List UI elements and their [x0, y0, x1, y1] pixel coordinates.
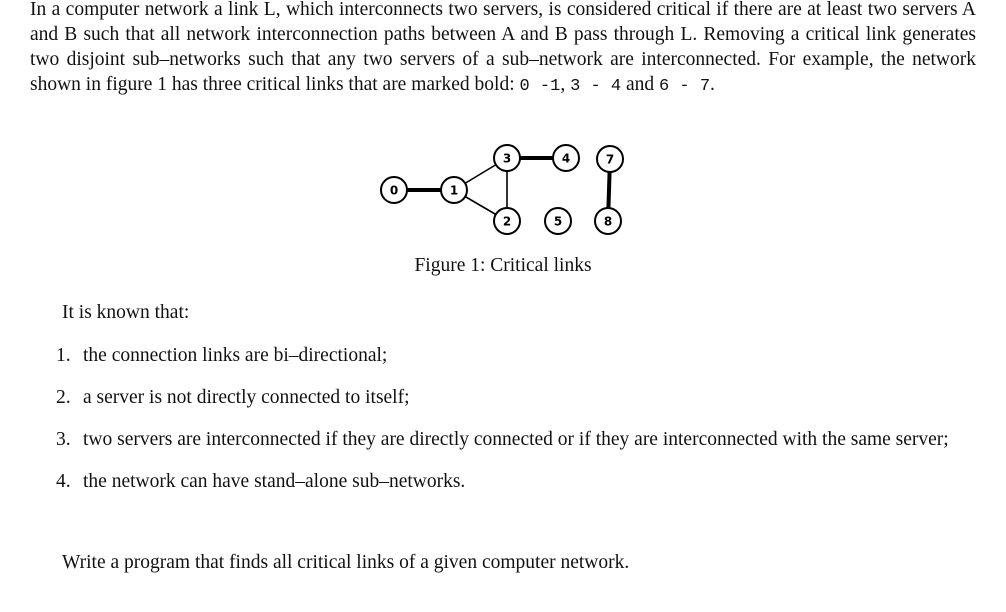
node-label: 4: [562, 152, 570, 166]
item-text: the connection links are bi–directional;: [83, 345, 388, 366]
item-number: 3.: [56, 429, 71, 450]
server-node: 8: [594, 207, 622, 235]
separator: and: [621, 74, 660, 95]
node-label: 1: [450, 184, 458, 198]
network-figure: 0 1 2 3 4 5 7 8: [380, 144, 624, 235]
item-number: 4.: [56, 471, 71, 492]
item-text: the network can have stand–alone sub–net…: [83, 471, 466, 492]
separator: ,: [560, 74, 571, 95]
server-node: 1: [440, 176, 468, 204]
critical-link-1: 0 -1: [519, 77, 561, 96]
figure-caption: Figure 1: Critical links: [414, 255, 592, 276]
server-node: 4: [552, 144, 580, 172]
critical-link-3: 6 - 7: [659, 77, 711, 96]
server-node: 5: [544, 207, 572, 235]
facts-list: 1. the connection links are bi–directiona…: [56, 343, 976, 511]
server-node: 0: [380, 176, 408, 204]
node-circle: [440, 176, 468, 204]
node-circle: [380, 176, 408, 204]
node-circle: [544, 207, 572, 235]
node-circle: [552, 144, 580, 172]
node-label: 2: [503, 215, 511, 229]
server-node: 7: [596, 145, 624, 173]
node-label: 5: [554, 215, 562, 229]
list-item: 2. a server is not directly connected to …: [56, 385, 976, 410]
node-label: 7: [606, 153, 614, 167]
task-statement: Write a program that finds all critical …: [62, 552, 630, 573]
critical-link-2: 3 - 4: [570, 77, 622, 96]
item-number: 2.: [56, 387, 71, 408]
node-label: 3: [503, 152, 511, 166]
node-label: 0: [390, 184, 398, 198]
server-node: 2: [493, 207, 521, 235]
node-circle: [594, 207, 622, 235]
intro-paragraph: In a computer network a link L, which in…: [30, 0, 976, 99]
server-node: 3: [493, 144, 521, 172]
item-number: 1.: [56, 345, 71, 366]
list-item: 1. the connection links are bi–directiona…: [56, 343, 976, 368]
known-heading: It is known that:: [62, 302, 190, 323]
list-item: 3. two servers are interconnected if they…: [56, 427, 976, 452]
intro-text: In a computer network a link L, which in…: [30, 0, 976, 95]
node-circle: [493, 207, 521, 235]
list-item: 4. the network can have stand–alone sub–n…: [56, 469, 976, 494]
node-circle: [493, 144, 521, 172]
node-label: 8: [604, 215, 612, 229]
item-text: two servers are interconnected if they a…: [83, 429, 949, 450]
item-text: a server is not directly connected to it…: [83, 387, 410, 408]
period: .: [710, 74, 715, 95]
node-circle: [596, 145, 624, 173]
